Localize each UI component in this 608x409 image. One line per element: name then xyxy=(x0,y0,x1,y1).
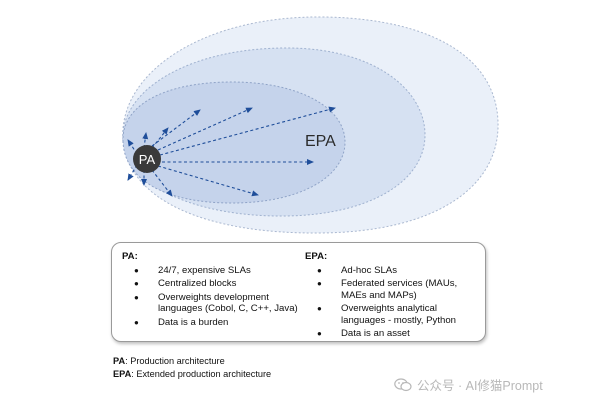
list-item: ●Overweights development languages (Cobo… xyxy=(134,291,298,315)
arrow xyxy=(157,165,259,197)
architecture-diagram: PA EPA xyxy=(122,16,499,234)
legend-box: PA: ●24/7, expensive SLAs ●Centralized b… xyxy=(111,242,486,342)
list-item: ●Centralized blocks xyxy=(134,278,237,289)
pa-node xyxy=(133,145,161,173)
watermark-text: 公众号 · AI修猫Prompt xyxy=(417,379,543,393)
wechat-icon xyxy=(394,377,412,391)
epa-column: EPA: ●Ad-hoc SLAs ●Federated services (M… xyxy=(305,251,483,342)
list-item: ●24/7, expensive SLAs xyxy=(134,264,251,276)
list-item: ●Federated services (MAUs, MAEs and MAPs… xyxy=(317,278,458,301)
pa-ellipse xyxy=(122,81,346,204)
pa-list: ●24/7, expensive SLAs ●Centralized block… xyxy=(122,265,302,329)
arrow xyxy=(159,106,336,156)
list-item: ●Ad-hoc SLAs xyxy=(317,264,397,276)
pa-node-label: PA xyxy=(139,152,156,167)
arrow xyxy=(151,109,201,147)
watermark: 公众号 · AI修猫Prompt xyxy=(394,375,543,394)
epa-title: EPA: xyxy=(305,251,328,262)
epa-label: EPA xyxy=(305,133,336,150)
arrow xyxy=(157,107,253,151)
arrow xyxy=(127,164,138,181)
list-item: ●Data is an asset xyxy=(317,328,410,339)
pa-footnote: PA: Production architecture xyxy=(113,356,225,366)
list-item: ●Data is a burden xyxy=(134,316,229,328)
epa-footnote: EPA: Extended production architecture xyxy=(113,369,272,379)
arrow xyxy=(151,127,169,149)
list-item: ●Overweights analytical languages - most… xyxy=(317,303,457,326)
pa-column: PA: ●24/7, expensive SLAs ●Centralized b… xyxy=(122,251,302,330)
epa-list: ●Ad-hoc SLAs ●Federated services (MAUs, … xyxy=(305,265,483,340)
pa-title: PA: xyxy=(122,251,138,262)
footnotes: PA: Production architecture EPA: Extende… xyxy=(113,355,271,381)
